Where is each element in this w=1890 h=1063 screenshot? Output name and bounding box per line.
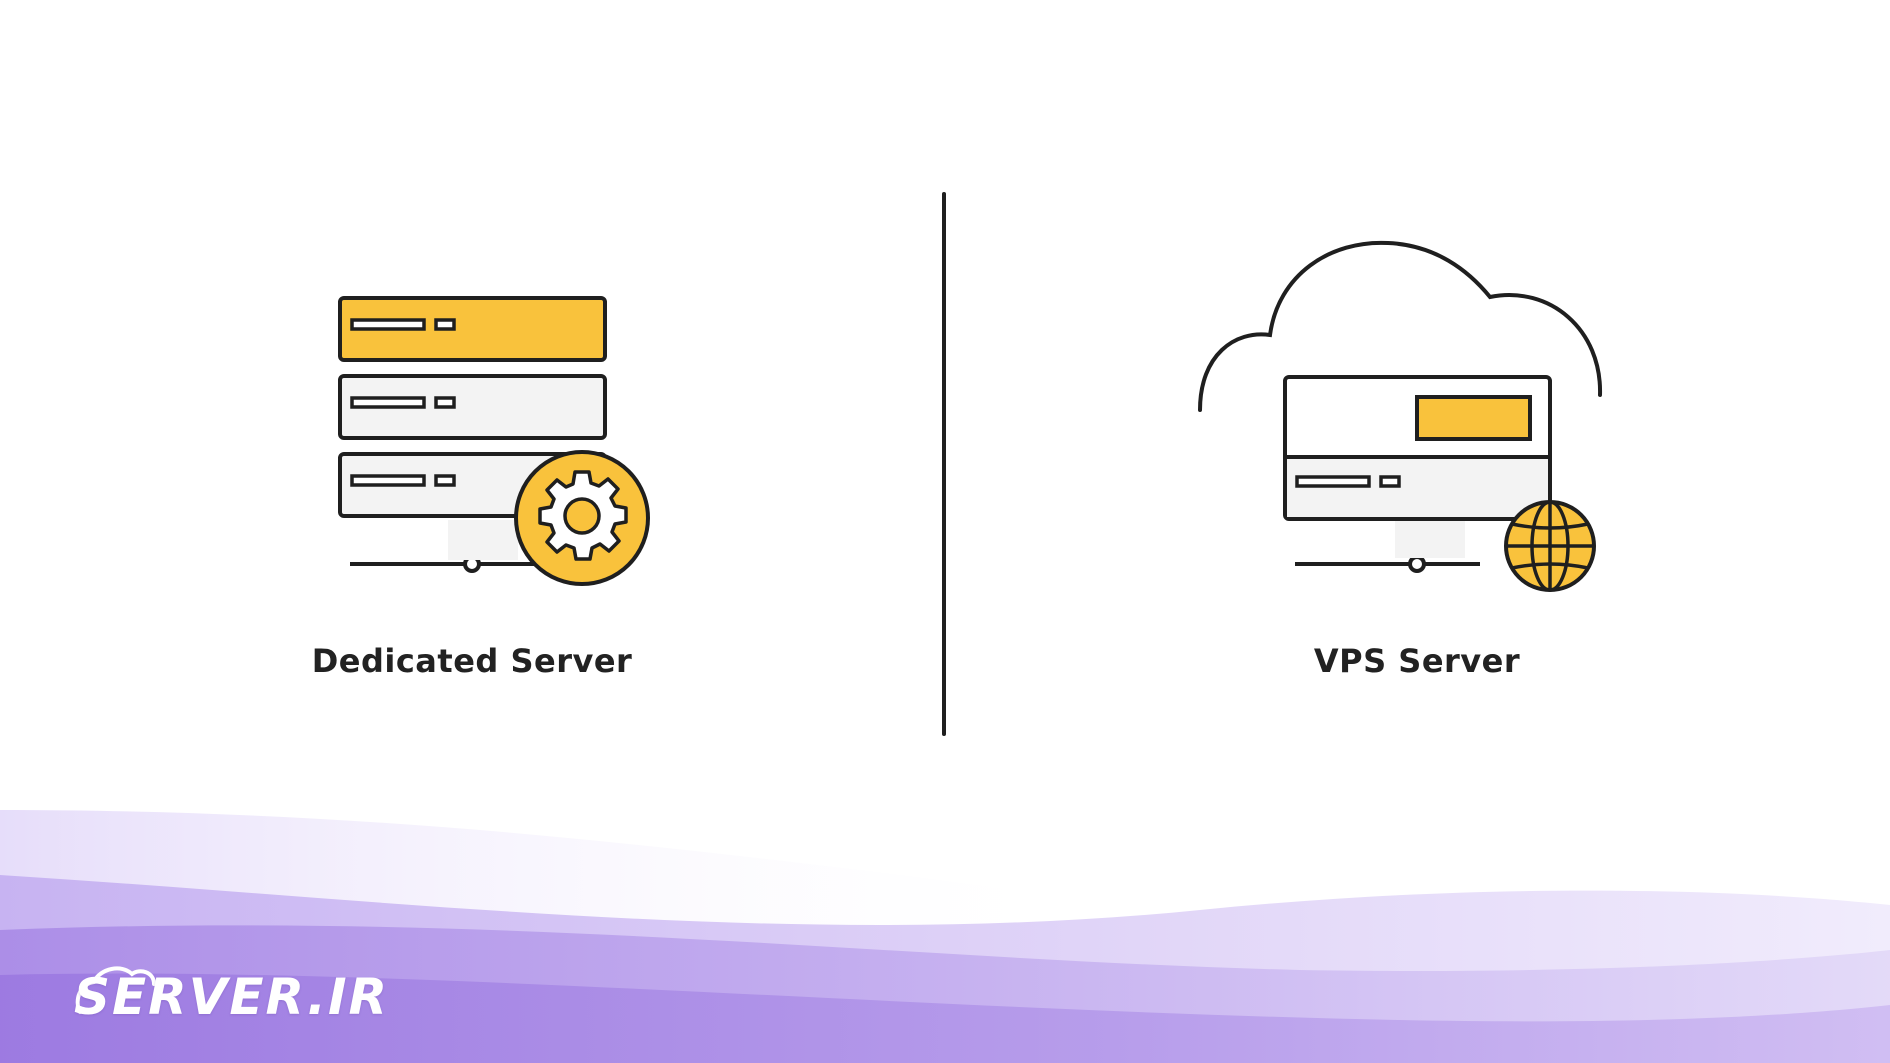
cloud-server-globe-icon xyxy=(1198,240,1603,592)
purple-wave-background xyxy=(0,810,1890,1063)
vps-server-label: VPS Server xyxy=(1313,642,1521,680)
dedicated-server-gear-icon xyxy=(338,296,650,586)
dedicated-server-label: Dedicated Server xyxy=(311,642,633,680)
cloud-logo-icon xyxy=(75,966,156,1014)
vertical-divider xyxy=(942,192,946,736)
brand-logo-text: SERVER.IR xyxy=(74,968,390,1026)
